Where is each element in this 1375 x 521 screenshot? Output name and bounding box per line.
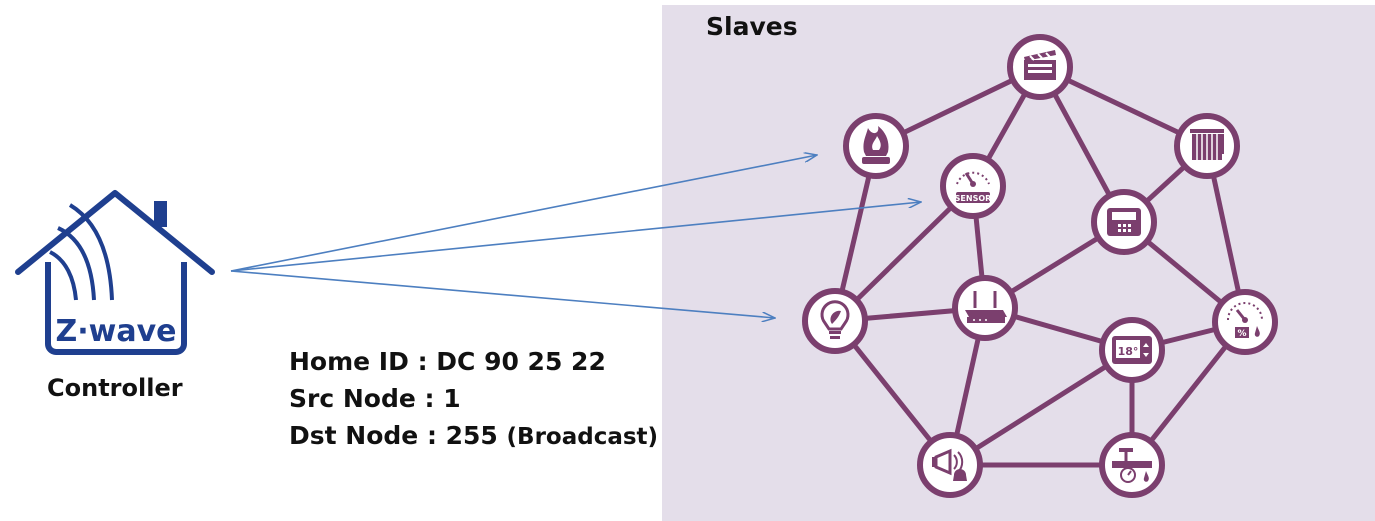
broadcast-arrow [230, 155, 817, 272]
sensor-icon: SENSOR [940, 153, 1006, 219]
siren-icon [917, 432, 983, 498]
thermostat-label: 18° [1118, 345, 1139, 358]
dst-node-line: Dst Node : 255 (Broadcast) [289, 417, 658, 456]
water-valve-icon [1099, 432, 1165, 498]
link [947, 347, 1135, 468]
sensor-label: SENSOR [955, 194, 992, 203]
zwave-logo: Z·wave [15, 190, 215, 355]
controller-label: Controller [47, 374, 183, 402]
broadcast-arrows [230, 155, 921, 318]
broadcast-arrow [230, 202, 921, 272]
light-bulb-icon [802, 288, 868, 354]
fire-alarm-icon [843, 113, 909, 179]
dst-node-broadcast: (Broadcast) [506, 424, 659, 450]
clapperboard-icon [1007, 34, 1073, 100]
src-node-line: Src Node : 1 [289, 384, 461, 413]
broadcast-arrow [230, 270, 775, 318]
keypad-icon [1091, 189, 1157, 255]
router-icon [952, 275, 1018, 341]
humidity-label: % [1237, 329, 1246, 339]
zwave-logo-text: Z·wave [55, 314, 176, 349]
dst-node-value: Dst Node : 255 [289, 421, 507, 450]
blinds-icon [1174, 113, 1240, 179]
humidity-gauge-icon: % [1212, 289, 1278, 355]
home-id-line: Home ID : DC 90 25 22 [289, 347, 606, 376]
thermostat-icon: 18° [1099, 317, 1165, 383]
slaves-title: Slaves [706, 12, 798, 41]
frame-info: Home ID : DC 90 25 22 Src Node : 1 Dst N… [289, 343, 658, 456]
